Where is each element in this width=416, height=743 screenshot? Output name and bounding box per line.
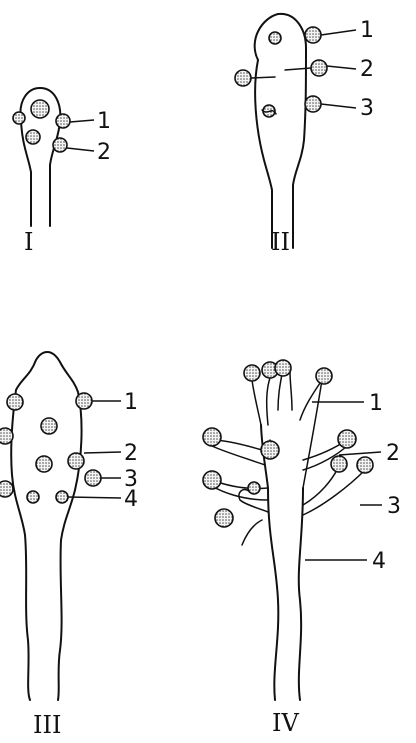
panel-iii-number-1: 1: [124, 390, 138, 415]
panel-iv-bud: [275, 360, 291, 376]
panel-i-leader-2: [67, 148, 94, 151]
panel-iv-outline: [261, 425, 303, 700]
panel-iv-bud: [203, 428, 221, 446]
panel-iv-number-1: 1: [369, 391, 383, 416]
panel-i-bud: [31, 100, 49, 118]
panel-iii: 1 2 3 4 III: [0, 352, 138, 739]
panel-ii-branch: [251, 77, 275, 78]
panel-ii-bud: [305, 96, 321, 112]
panel-i-number-2: 2: [97, 140, 111, 165]
panel-ii: 1 2 3 II: [235, 14, 374, 256]
panel-ii-bud: [311, 60, 327, 76]
panel-iv-bud: [357, 457, 373, 473]
panel-ii-leader-2: [327, 66, 356, 69]
panel-iii-label: III: [33, 711, 61, 739]
panel-ii-outline: [255, 14, 306, 248]
panel-iii-bud: [0, 481, 13, 497]
panel-iii-leader-4: [68, 497, 121, 498]
panel-iii-bud: [85, 470, 101, 486]
panel-iii-number-2: 2: [124, 441, 138, 466]
panel-iv-bud: [338, 430, 356, 448]
panel-iv-branch: [290, 372, 292, 410]
panel-ii-leader-3: [321, 104, 356, 108]
panel-iii-bud: [76, 393, 92, 409]
panel-iv-bud: [215, 509, 233, 527]
panel-ii-bud: [235, 70, 251, 86]
panel-iii-bud: [68, 453, 84, 469]
panel-iv-bud: [316, 368, 332, 384]
panel-iv-bud: [331, 456, 347, 472]
panel-i-bud: [53, 138, 67, 152]
panel-ii-bud: [305, 27, 321, 43]
panel-iv-branch: [252, 380, 261, 425]
panel-ii-leader-1: [321, 30, 356, 35]
panel-i-label: I: [24, 228, 33, 256]
panel-iv-branch: [267, 378, 270, 425]
panel-i-bud: [13, 112, 25, 124]
panel-i-number-1: 1: [97, 109, 111, 134]
panel-ii-number-1: 1: [360, 18, 374, 43]
panel-iii-bud: [0, 428, 13, 444]
panel-iii-bud: [27, 491, 39, 503]
panel-iv-label: IV: [272, 709, 299, 737]
panel-iii-bud: [36, 456, 52, 472]
panel-iv-number-3: 3: [387, 494, 401, 519]
panel-ii-bud: [269, 32, 281, 44]
panel-iv-branch: [303, 468, 338, 505]
panel-ii-number-2: 2: [360, 57, 374, 82]
panel-iii-leader-2: [84, 452, 121, 453]
panel-iii-bud: [41, 418, 57, 434]
panel-iv: 1 2 3 4 IV: [203, 360, 401, 737]
panel-ii-branch: [285, 68, 311, 70]
panel-ii-label: II: [271, 228, 290, 256]
panel-iv-branch: [278, 374, 282, 410]
panel-iv-bud: [248, 482, 260, 494]
panel-iv-leader-2: [339, 452, 381, 455]
panel-i-bud: [56, 114, 70, 128]
panel-iii-bud: [7, 394, 23, 410]
panel-i: 1 2 I: [13, 88, 111, 256]
panel-iii-bud: [56, 491, 68, 503]
panel-iv-number-2: 2: [386, 441, 400, 466]
panel-iv-bud: [261, 441, 279, 459]
panel-iii-number-4: 4: [124, 487, 138, 512]
panel-iv-branch: [303, 470, 365, 515]
panel-iv-number-4: 4: [372, 549, 386, 574]
panel-iv-bud: [244, 365, 260, 381]
panel-iv-branch: [242, 520, 262, 545]
panel-i-leader-1: [70, 120, 94, 122]
panel-iv-bud: [203, 471, 221, 489]
panel-i-bud: [26, 130, 40, 144]
panel-ii-number-3: 3: [360, 96, 374, 121]
